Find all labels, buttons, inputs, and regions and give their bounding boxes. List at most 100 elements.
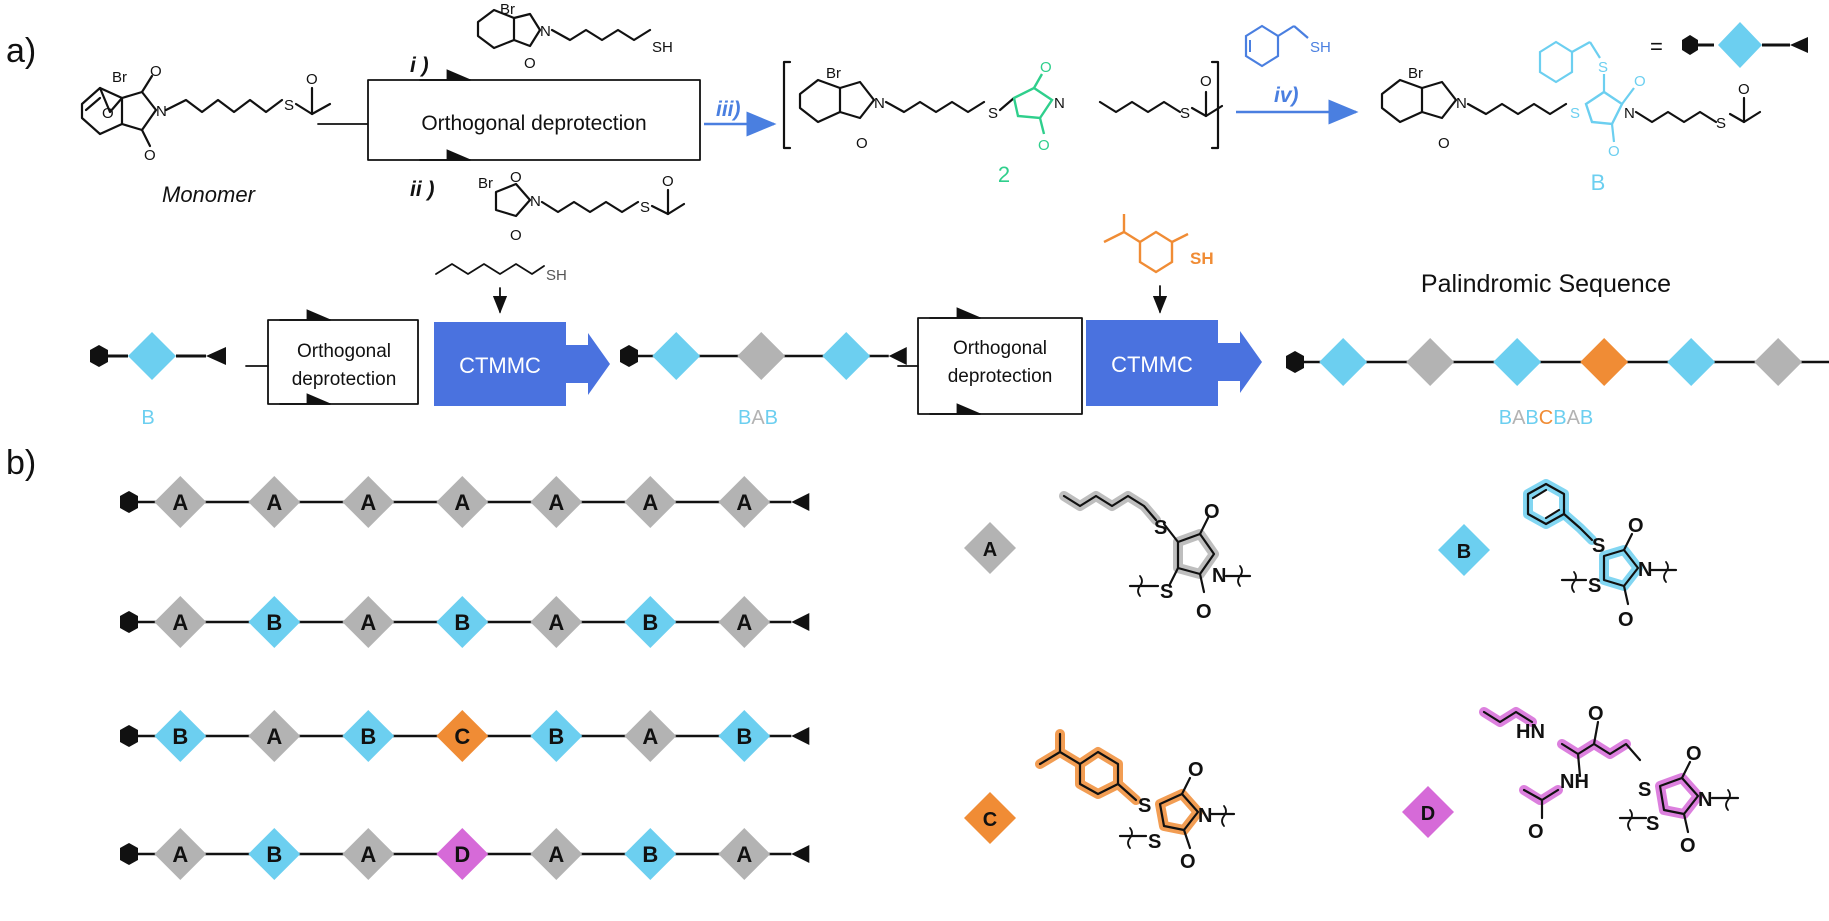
monomer-b-o1: O — [1628, 515, 1644, 537]
babcbab-unit-C — [1580, 338, 1629, 386]
step-iv-label: iv) — [1274, 84, 1299, 107]
monomer-c-s1: S — [1138, 795, 1151, 817]
compound-2-n2: N — [1054, 95, 1065, 112]
compound-b-structure — [1380, 78, 1762, 124]
seq-row-3-letter: C — [454, 724, 470, 749]
seq-row-2-letter: A — [172, 610, 188, 635]
ctmmc-block-2 — [1086, 320, 1262, 406]
seq-row-3-letter: A — [642, 724, 658, 749]
reagent-ii-br: Br — [478, 175, 493, 192]
seq-row-3-letter: B — [172, 724, 188, 749]
aryl-thiol-reagent — [1103, 214, 1189, 314]
seq-row-3-letter: B — [548, 724, 564, 749]
monomer-a-o1: O — [1204, 501, 1220, 523]
babcbab-unit-B — [1667, 338, 1716, 386]
compound-b-label: B — [1591, 170, 1606, 195]
ctmmc-label-2: CTMMC — [1111, 352, 1193, 377]
legend-C: C — [964, 792, 1016, 844]
monomer-c-o1: O — [1188, 759, 1204, 781]
reagent-ii-structure — [494, 182, 686, 218]
compound-2-o1: O — [856, 135, 868, 152]
seq-row-1-unit-A — [624, 476, 677, 528]
seq-row-4-letter: B — [642, 842, 658, 867]
seq-row-2-unit-A — [718, 596, 771, 648]
monomer-d-structure — [1479, 707, 1740, 834]
monomer-label: Monomer — [162, 182, 257, 207]
seq-row-2-unit-A — [530, 596, 583, 648]
seq-row-3-unit-C — [436, 710, 489, 762]
seq-row-2-unit-B — [436, 596, 489, 648]
b-unit-legend — [1682, 22, 1808, 68]
babcbab-unit-A — [1406, 338, 1455, 386]
monomer-a-structure — [1059, 491, 1252, 597]
compound-b-o3: O — [1608, 143, 1620, 160]
seq-row-4-unit-A — [342, 828, 395, 880]
compound-2-o3: O — [1038, 137, 1050, 154]
palindromic-title: Palindromic Sequence — [1421, 270, 1671, 298]
compound-b-n2: N — [1624, 105, 1635, 122]
seq-row-4-letter: D — [454, 842, 470, 867]
legend-letter-B: B — [1457, 541, 1471, 563]
seq-row-1-letter: A — [360, 490, 376, 515]
compound-2-acetyl-o: O — [1200, 73, 1212, 90]
row2-babcbab-label: BABCBAB — [1499, 407, 1594, 429]
reagent-ii-o-top: O — [510, 169, 522, 186]
seq-row-1-start-cap — [120, 491, 138, 513]
benzyl-thiol-sh: SH — [1310, 39, 1331, 56]
bab-label-char: B — [738, 407, 751, 429]
compound-b-s-left: S — [1570, 105, 1580, 122]
seq-row-2-letter: B — [454, 610, 470, 635]
monomer-o-top: O — [150, 63, 162, 80]
seq-row-1-letter: A — [454, 490, 470, 515]
compound-b-s3: S — [1716, 115, 1726, 132]
legend-diamond-A — [964, 522, 1016, 574]
reagent-i-sh: SH — [652, 39, 673, 56]
monomer-d-s1: S — [1638, 779, 1651, 801]
seq-row-4-unit-B — [624, 828, 677, 880]
seq-row-2-letter: A — [360, 610, 376, 635]
compound-b-benzyl-maleimide — [1538, 40, 1635, 143]
seq-row-4-unit-A — [718, 828, 771, 880]
monomer-d-n: N — [1698, 789, 1712, 811]
row2-b-unit — [90, 332, 226, 380]
compound-2-br: Br — [826, 65, 841, 82]
seq-row-2-start-cap — [120, 611, 138, 633]
monomer-structure — [80, 74, 332, 148]
reagent-i-structure — [476, 8, 652, 50]
step-iii-label: iii) — [716, 98, 741, 121]
seq-row-3-unit-B — [718, 710, 771, 762]
legend-diamond-D — [1402, 786, 1454, 838]
hexanethiol-sh: SH — [546, 267, 567, 284]
monomer-acetyl-o: O — [306, 71, 318, 88]
compound-b-n1: N — [1456, 95, 1467, 112]
seq-row-2-end-cap — [791, 613, 810, 631]
reagent-i-o: O — [524, 55, 536, 72]
seq-row-1-unit-A — [718, 476, 771, 528]
babcbab-unit-B — [1319, 338, 1368, 386]
hexanethiol-reagent — [435, 263, 545, 314]
monomer-b-n: N — [1638, 559, 1652, 581]
step-ii-label: ii ) — [410, 178, 435, 201]
legend-letter-C: C — [983, 809, 997, 831]
seq-row-1-letter: A — [736, 490, 752, 515]
reagent-ii-n: N — [530, 193, 541, 210]
seq-row-4-unit-A — [530, 828, 583, 880]
monomer-d-o1: O — [1686, 743, 1702, 765]
seq-row-1-unit-A — [530, 476, 583, 528]
seq-row-4-unit-B — [248, 828, 301, 880]
row2-deprotection-box-1 — [245, 309, 419, 405]
legend-diamond-C — [964, 792, 1016, 844]
seq-row-1-unit-A — [436, 476, 489, 528]
babcbab-label-char: B — [1553, 407, 1566, 429]
ctmmc-block-1 — [434, 322, 610, 406]
monomer-b-o2: O — [1618, 609, 1634, 631]
legend-D: D — [1402, 786, 1454, 838]
monomer-b-s1: S — [1592, 535, 1605, 557]
seq-row-4-letter: A — [360, 842, 376, 867]
bab-label-char: B — [765, 407, 778, 429]
seq-row-2-unit-A — [342, 596, 395, 648]
monomer-d-nh: NH — [1560, 771, 1589, 793]
